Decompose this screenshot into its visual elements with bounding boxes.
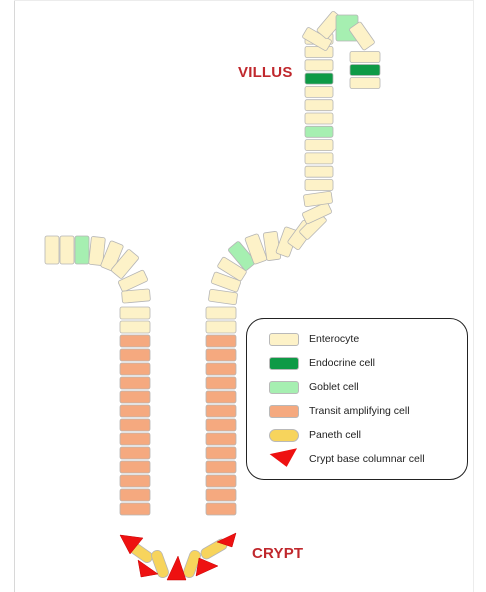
- enterocyte-cell: [60, 236, 74, 264]
- legend-label-enterocyte: Enterocyte: [309, 333, 359, 345]
- legend-item-paneth: Paneth cell: [269, 427, 361, 443]
- transit-amplifying-cell: [120, 377, 150, 389]
- legend-item-goblet: Goblet cell: [269, 379, 359, 395]
- enterocyte-cell: [122, 289, 151, 303]
- enterocyte-cell: [206, 321, 236, 333]
- enterocyte-cell: [305, 166, 333, 177]
- enterocyte-cell: [305, 47, 333, 58]
- transit-swatch: [269, 405, 299, 418]
- transit-amplifying-cell: [206, 461, 236, 473]
- crypt-base-columnar-cell: [196, 558, 218, 576]
- legend-item-enterocyte: Enterocyte: [269, 331, 359, 347]
- transit-amplifying-cell: [206, 475, 236, 487]
- transit-amplifying-cell: [206, 503, 236, 515]
- transit-amplifying-cell: [206, 377, 236, 389]
- legend-label-transit: Transit amplifying cell: [309, 405, 410, 417]
- transit-amplifying-cell: [120, 391, 150, 403]
- transit-amplifying-cell: [120, 503, 150, 515]
- legend-label-endocrine: Endocrine cell: [309, 357, 375, 369]
- enterocyte-cell: [350, 78, 380, 89]
- transit-amplifying-cell: [120, 489, 150, 501]
- transit-amplifying-cell: [206, 489, 236, 501]
- paneth-swatch: [269, 429, 299, 442]
- endocrine-swatch: [269, 357, 299, 370]
- enterocyte-cell: [208, 289, 237, 305]
- legend-item-endocrine: Endocrine cell: [269, 355, 375, 371]
- enterocyte-cell: [305, 60, 333, 71]
- enterocyte-cell: [120, 307, 150, 319]
- enterocyte-cell: [206, 307, 236, 319]
- legend-label-cbc: Crypt base columnar cell: [309, 453, 425, 465]
- transit-amplifying-cell: [120, 405, 150, 417]
- legend-label-paneth: Paneth cell: [309, 429, 361, 441]
- legend-item-transit: Transit amplifying cell: [269, 403, 410, 419]
- transit-amplifying-cell: [120, 349, 150, 361]
- transit-amplifying-cell: [206, 349, 236, 361]
- transit-amplifying-cell: [206, 433, 236, 445]
- crypt-label: CRYPT: [252, 545, 303, 562]
- enterocyte-cell: [45, 236, 59, 264]
- cbc-triangle-icon: [270, 448, 301, 469]
- transit-amplifying-cell: [120, 433, 150, 445]
- enterocyte-swatch: [269, 333, 299, 346]
- legend-label-goblet: Goblet cell: [309, 381, 359, 393]
- enterocyte-cell: [305, 86, 333, 97]
- enterocyte-cell: [305, 100, 333, 111]
- enterocyte-cell: [350, 52, 380, 63]
- transit-amplifying-cell: [120, 363, 150, 375]
- transit-amplifying-cell: [206, 447, 236, 459]
- transit-amplifying-cell: [120, 461, 150, 473]
- enterocyte-cell: [305, 113, 333, 124]
- transit-amplifying-cell: [206, 363, 236, 375]
- enterocyte-cell: [305, 180, 333, 191]
- transit-amplifying-cell: [120, 447, 150, 459]
- villus-label: VILLUS: [238, 64, 293, 81]
- endocrine-cell: [305, 73, 333, 84]
- transit-amplifying-cell: [206, 335, 236, 347]
- transit-amplifying-cell: [206, 391, 236, 403]
- transit-amplifying-cell: [120, 335, 150, 347]
- enterocyte-cell: [120, 321, 150, 333]
- goblet-cell: [75, 236, 89, 264]
- enterocyte-cell: [305, 140, 333, 151]
- legend: Enterocyte Endocrine cell Goblet cell Tr…: [246, 318, 468, 480]
- goblet-cell: [305, 126, 333, 137]
- legend-item-cbc: Crypt base columnar cell: [269, 451, 425, 467]
- transit-amplifying-cell: [120, 419, 150, 431]
- transit-amplifying-cell: [120, 475, 150, 487]
- crypt-base-columnar-cell: [167, 556, 186, 580]
- enterocyte-cell: [305, 153, 333, 164]
- transit-amplifying-cell: [206, 419, 236, 431]
- goblet-swatch: [269, 381, 299, 394]
- transit-amplifying-cell: [206, 405, 236, 417]
- endocrine-cell: [350, 65, 380, 76]
